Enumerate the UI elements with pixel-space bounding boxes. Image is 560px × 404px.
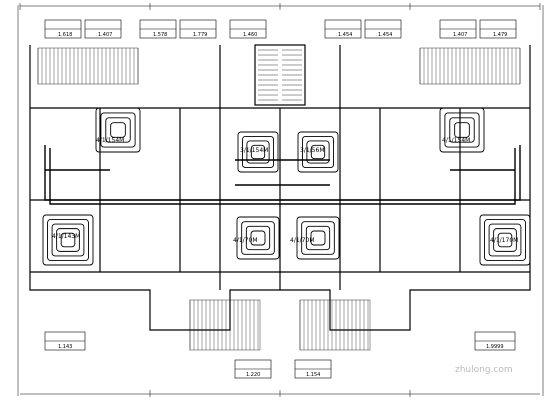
heating-loop bbox=[100, 112, 136, 148]
loop-label: 4/1/154M bbox=[442, 137, 470, 144]
footer-values: 1.143 1.220 1.154 1.9999 bbox=[58, 344, 504, 378]
heating-loop bbox=[439, 107, 485, 153]
loop-labels: 4/1/154M 3/1/154M 3/1/56M 4/1/154M 4/1/1… bbox=[52, 137, 518, 244]
heating-loop bbox=[310, 144, 326, 160]
header-value: 1.407 bbox=[453, 32, 467, 38]
header-values: 1.618 1.407 1.578 1.779 1.460 1.454 1.45… bbox=[58, 32, 507, 38]
heating-loop bbox=[42, 214, 94, 266]
loop-label: 4/1/70M bbox=[290, 237, 315, 244]
heating-loop bbox=[488, 223, 522, 257]
heating-loop bbox=[56, 228, 80, 252]
heating-loop bbox=[454, 122, 470, 138]
footer-tables bbox=[44, 331, 516, 379]
supply-pipes bbox=[44, 145, 521, 205]
heating-loop bbox=[105, 117, 131, 143]
heating-loop bbox=[246, 140, 270, 164]
heating-coils bbox=[42, 107, 531, 266]
footer-value: 1.220 bbox=[246, 372, 260, 378]
heating-loop bbox=[60, 232, 76, 248]
heating-loop bbox=[444, 112, 480, 148]
header-value: 1.578 bbox=[153, 32, 167, 38]
heating-loop bbox=[479, 214, 531, 266]
stair bbox=[258, 49, 302, 101]
loop-label: 3/1/154M bbox=[240, 147, 268, 154]
footer-value: 1.154 bbox=[306, 372, 320, 378]
loop-label: 4/1/170M bbox=[490, 237, 518, 244]
heating-loop bbox=[297, 131, 339, 173]
header-value: 1.454 bbox=[378, 32, 392, 38]
loop-label: 3/1/56M bbox=[300, 147, 325, 154]
heating-loop bbox=[250, 144, 266, 160]
header-value: 1.779 bbox=[193, 32, 207, 38]
heating-loop bbox=[306, 140, 330, 164]
heating-loop bbox=[250, 230, 266, 246]
hatch-lines bbox=[37, 48, 521, 350]
balcony-hatching bbox=[37, 47, 521, 351]
heating-loop bbox=[305, 225, 331, 251]
heating-loop bbox=[95, 107, 141, 153]
header-value: 1.454 bbox=[338, 32, 352, 38]
heating-loop bbox=[47, 219, 89, 261]
heating-loop bbox=[301, 221, 335, 255]
loop-label: 4/1/143M bbox=[52, 233, 80, 240]
loop-label: 4/1/154M bbox=[96, 137, 124, 144]
heating-loop bbox=[236, 216, 280, 260]
outer-grid bbox=[17, 3, 544, 397]
watermark: zhulong.com bbox=[455, 365, 513, 375]
heating-loop bbox=[237, 131, 279, 173]
footer-value: 1.9999 bbox=[486, 344, 504, 350]
header-value: 1.407 bbox=[98, 32, 112, 38]
heating-loop bbox=[310, 230, 326, 246]
heating-loop bbox=[301, 135, 335, 169]
header-value: 1.479 bbox=[493, 32, 507, 38]
heating-loop bbox=[241, 221, 275, 255]
footer-value: 1.143 bbox=[58, 344, 72, 350]
heating-loop bbox=[493, 228, 517, 252]
header-value: 1.460 bbox=[243, 32, 257, 38]
heating-loop bbox=[484, 219, 526, 261]
heating-loop bbox=[497, 232, 513, 248]
heating-loop bbox=[296, 216, 340, 260]
heating-loop bbox=[241, 135, 275, 169]
walls bbox=[29, 44, 531, 331]
heating-loop bbox=[449, 117, 475, 143]
heating-loop bbox=[110, 122, 126, 138]
header-tables bbox=[44, 19, 517, 39]
heating-loop bbox=[245, 225, 271, 251]
loop-label: 4/1/70M bbox=[233, 237, 258, 244]
heating-loop bbox=[51, 223, 85, 257]
header-value: 1.618 bbox=[58, 32, 72, 38]
